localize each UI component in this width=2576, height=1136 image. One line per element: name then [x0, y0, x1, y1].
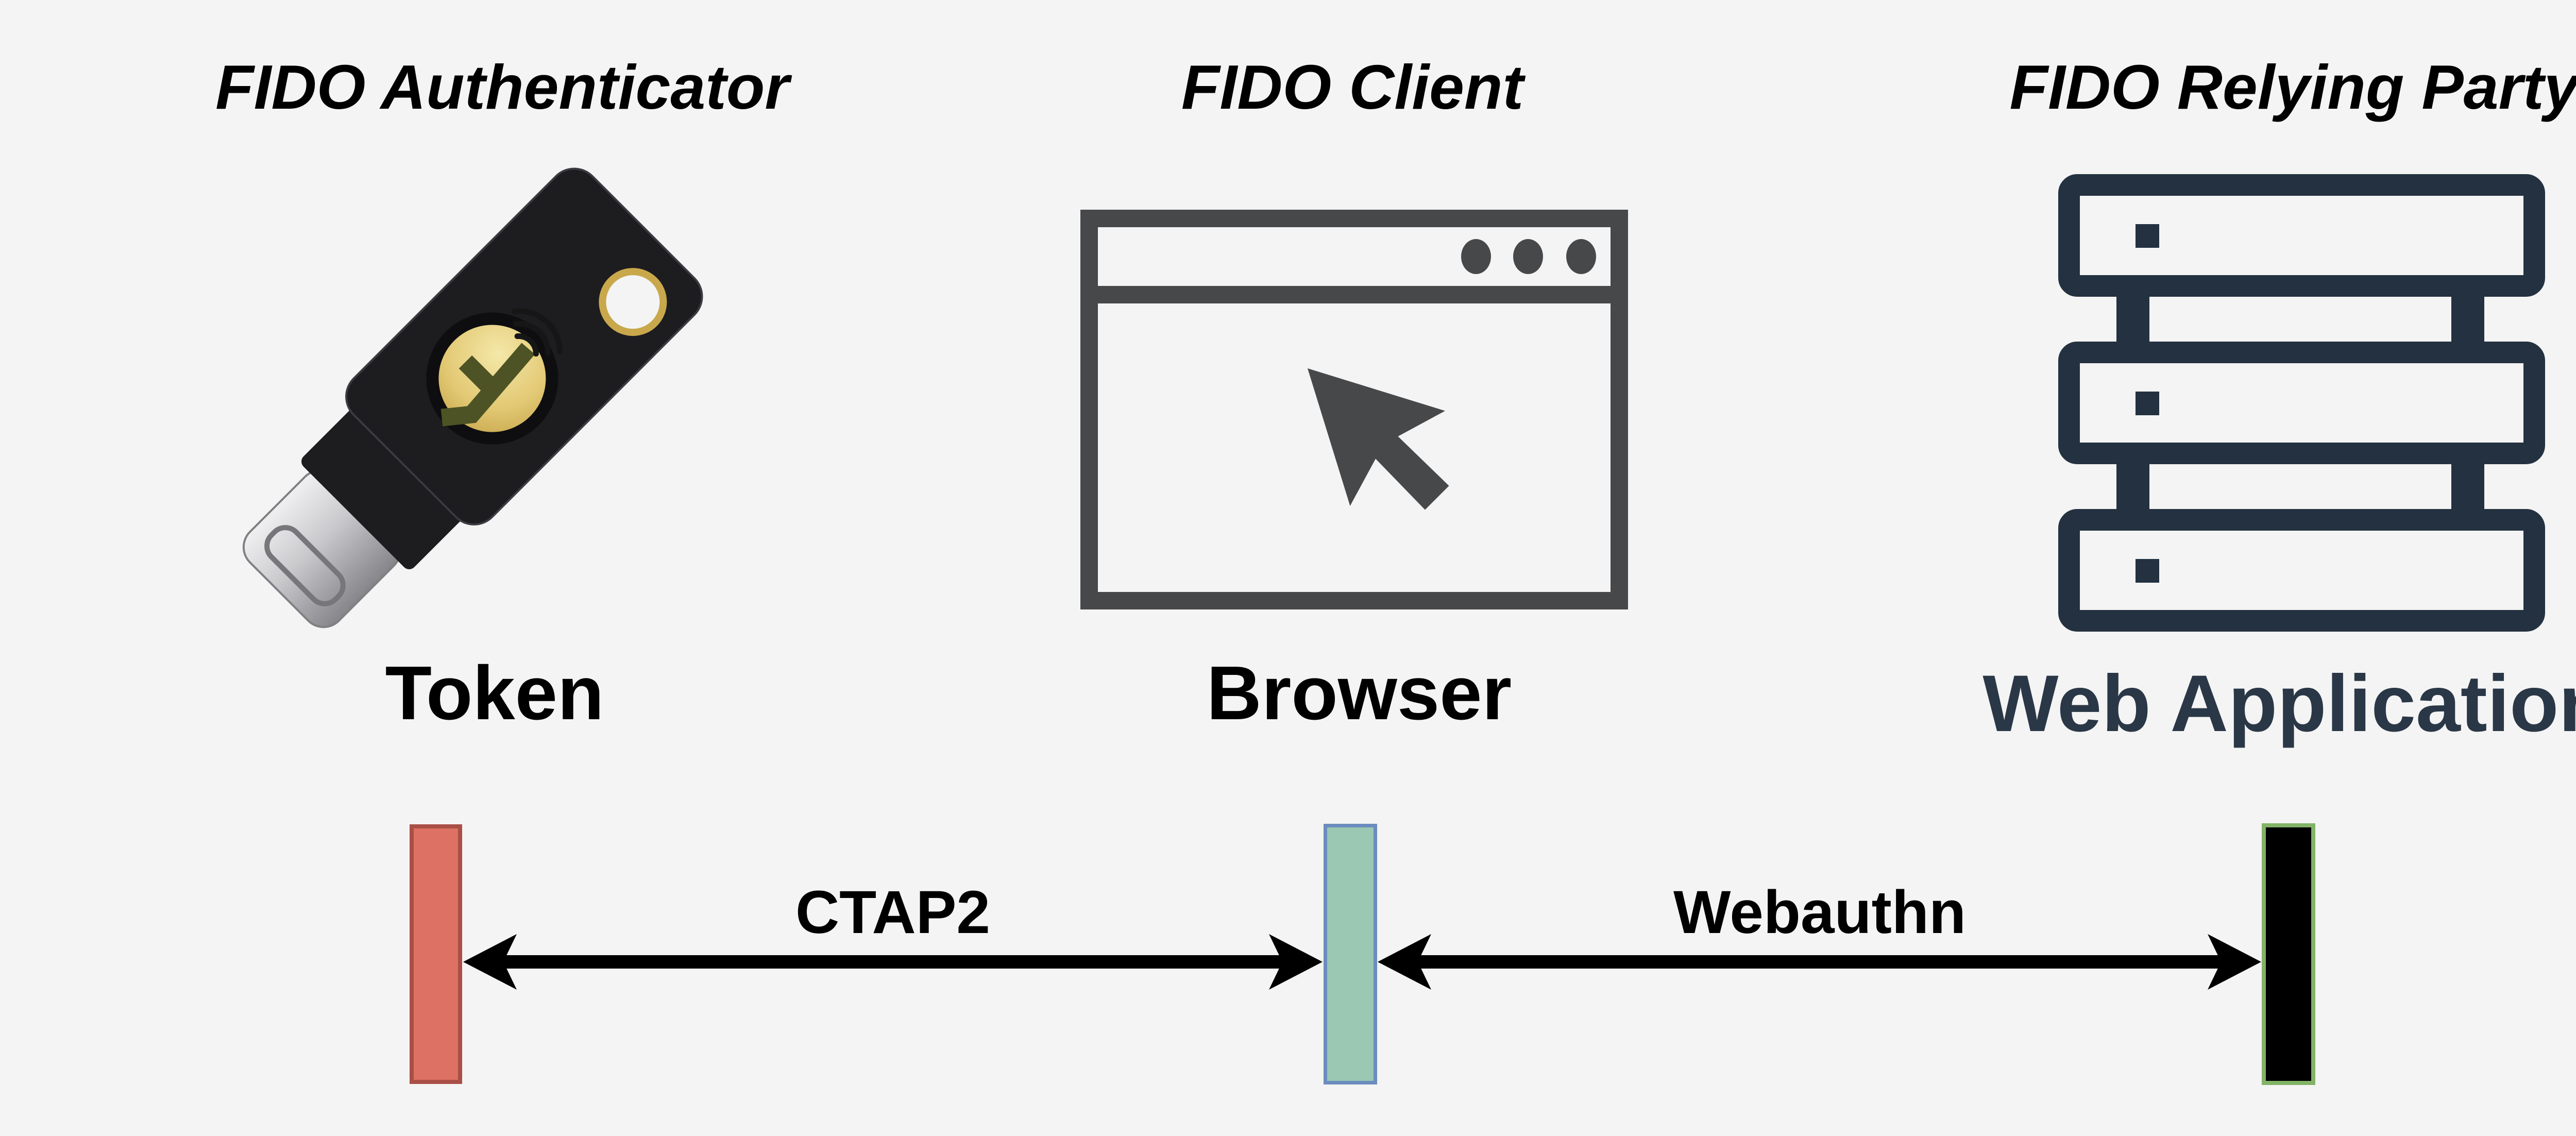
cursor-icon — [1308, 368, 1449, 510]
browser-menu-dots-icon — [1461, 239, 1596, 274]
actor-label-web-application: Web Application — [1982, 659, 2576, 749]
column-title-fido-authenticator: FIDO Authenticator — [215, 52, 789, 122]
lifeline-browser — [1324, 824, 1377, 1084]
yubikey-neck — [301, 404, 467, 569]
nfc-waves-icon — [511, 308, 563, 357]
column-title-fido-relying-party: FIDO Relying Party — [2009, 52, 2576, 122]
lifeline-web-application — [2262, 823, 2315, 1085]
server-led — [2136, 392, 2159, 415]
server-led — [2136, 559, 2159, 583]
lifeline-token — [410, 824, 462, 1084]
browser-toolbar-divider — [1080, 286, 1628, 303]
column-title-fido-client: FIDO Client — [1181, 52, 1524, 122]
server-unit-2 — [2058, 342, 2545, 464]
browser-window-icon — [1080, 210, 1628, 609]
server-led — [2136, 224, 2159, 248]
protocol-arrows — [463, 934, 2261, 990]
usb-c-connector-slot — [264, 525, 346, 606]
server-unit-1 — [2058, 174, 2545, 297]
actor-label-browser: Browser — [1206, 651, 1512, 736]
server-stack-icon — [2058, 174, 2545, 632]
keyring-hole — [606, 275, 660, 329]
yubikey-icon — [242, 167, 703, 629]
protocol-label-ctap2: CTAP2 — [795, 878, 991, 946]
server-unit-3 — [2058, 509, 2545, 632]
protocol-label-webauthn: Webauthn — [1673, 878, 1967, 946]
browser-frame — [1080, 210, 1628, 609]
webauthn-arrow — [1378, 934, 2261, 990]
yubico-logo — [440, 308, 563, 427]
actor-label-token: Token — [385, 651, 604, 736]
ctap2-arrow — [463, 934, 1323, 990]
